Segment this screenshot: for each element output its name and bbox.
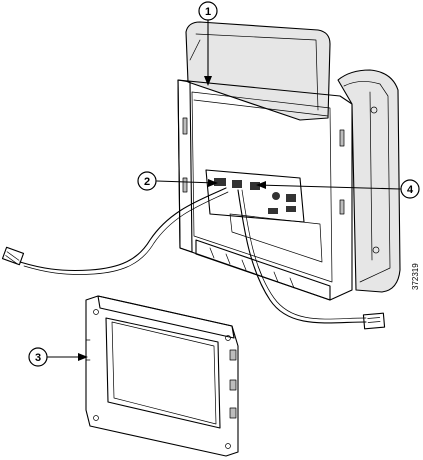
callout-3-label: 3: [35, 352, 41, 364]
callout-4-circle: [400, 179, 420, 199]
wall-plate: [85, 295, 239, 457]
callout-4-label: 4: [407, 184, 414, 196]
callout-1-label: 1: [205, 6, 211, 18]
network-cable: [237, 189, 386, 330]
ethernet-cable: [1, 187, 229, 275]
figure-id: 372319: [411, 263, 420, 290]
callout-1: 1: [198, 1, 218, 86]
callout-4: 4: [256, 179, 420, 199]
callout-2: 2: [137, 171, 218, 191]
callout-3-circle: [28, 347, 48, 367]
callout-3: 3: [28, 347, 88, 367]
callout-2-label: 2: [144, 176, 150, 188]
callout-2-circle: [137, 171, 157, 191]
phone-base: [177, 79, 353, 301]
wall-mount-bracket-side: [337, 69, 401, 293]
handset: [185, 21, 331, 121]
callout-1-circle: [198, 1, 218, 21]
